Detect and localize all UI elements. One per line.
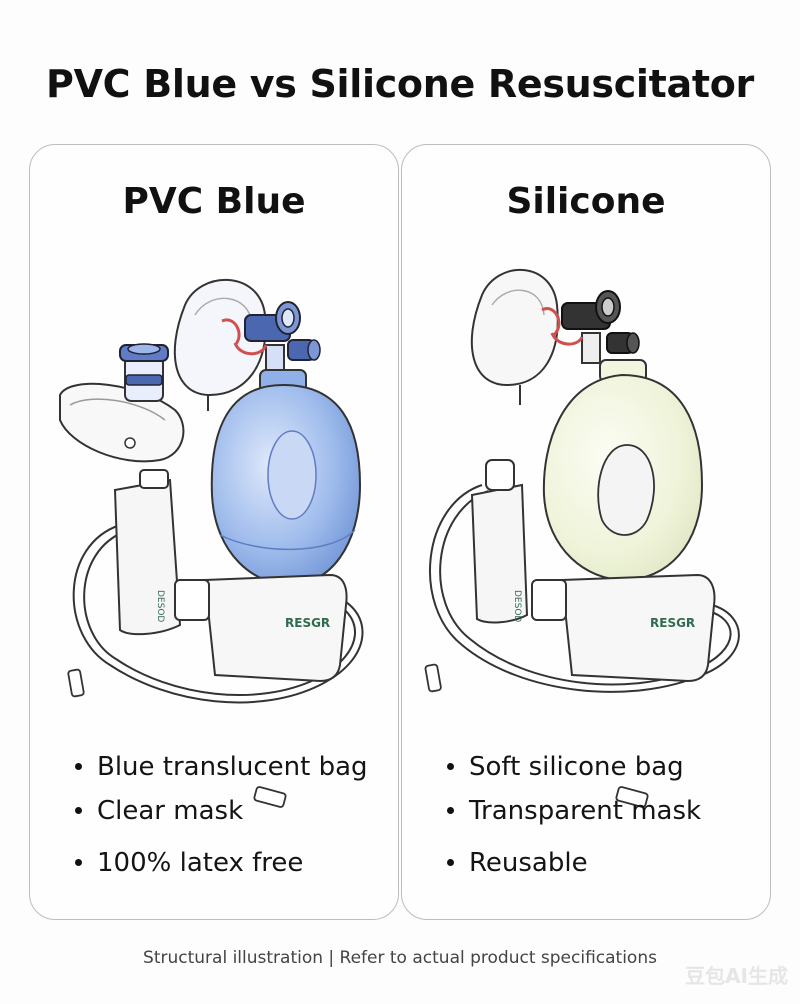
infant-mask: [59, 343, 185, 463]
side-label: DESOD: [155, 590, 165, 622]
list-item: Clear mask: [75, 793, 368, 837]
blue-bag: [210, 369, 362, 587]
list-item: Reusable: [447, 845, 701, 889]
reservoir-bottle: RESGR: [531, 573, 716, 683]
valve-assembly: [233, 301, 321, 376]
silicone-panel: Silicone: [401, 144, 771, 920]
list-item: 100% latex free: [75, 845, 368, 889]
list-item: Soft silicone bag: [447, 749, 701, 793]
pvc-feature-list: Blue translucent bag Clear mask 100% lat…: [75, 749, 368, 889]
watermark: 豆包AI生成: [685, 964, 788, 988]
pvc-blue-panel: PVC Blue DESOD: [29, 144, 399, 920]
mask: [470, 269, 561, 405]
pvc-blue-panel-title: PVC Blue: [122, 181, 306, 222]
silicone-bag: [542, 359, 704, 582]
footer-note: Structural illustration | Refer to actua…: [143, 948, 657, 968]
valve-assembly: [550, 290, 640, 364]
oxygen-reservoir-bag: DESOD: [470, 459, 529, 624]
reservoir-bottle: RESGR: [174, 573, 348, 683]
reservoir-label: RESGR: [650, 616, 695, 630]
oxygen-reservoir-bag: DESOD: [113, 469, 182, 636]
oxygen-tubing: [72, 524, 364, 704]
side-label: DESOD: [512, 590, 522, 622]
oxygen-tubing: [428, 484, 740, 693]
list-item: Blue translucent bag: [75, 749, 368, 793]
silicone-feature-list: Soft silicone bag Transparent mask Reusa…: [447, 749, 701, 889]
silicone-panel-title: Silicone: [506, 181, 666, 222]
pvc-resuscitator-illustration: DESOD RESGR: [59, 279, 364, 808]
reservoir-label: RESGR: [285, 616, 330, 630]
silicone-resuscitator-illustration: DESOD RESGR: [424, 269, 740, 808]
page-title: PVC Blue vs Silicone Resuscitator: [46, 62, 754, 106]
list-item: Transparent mask: [447, 793, 701, 837]
